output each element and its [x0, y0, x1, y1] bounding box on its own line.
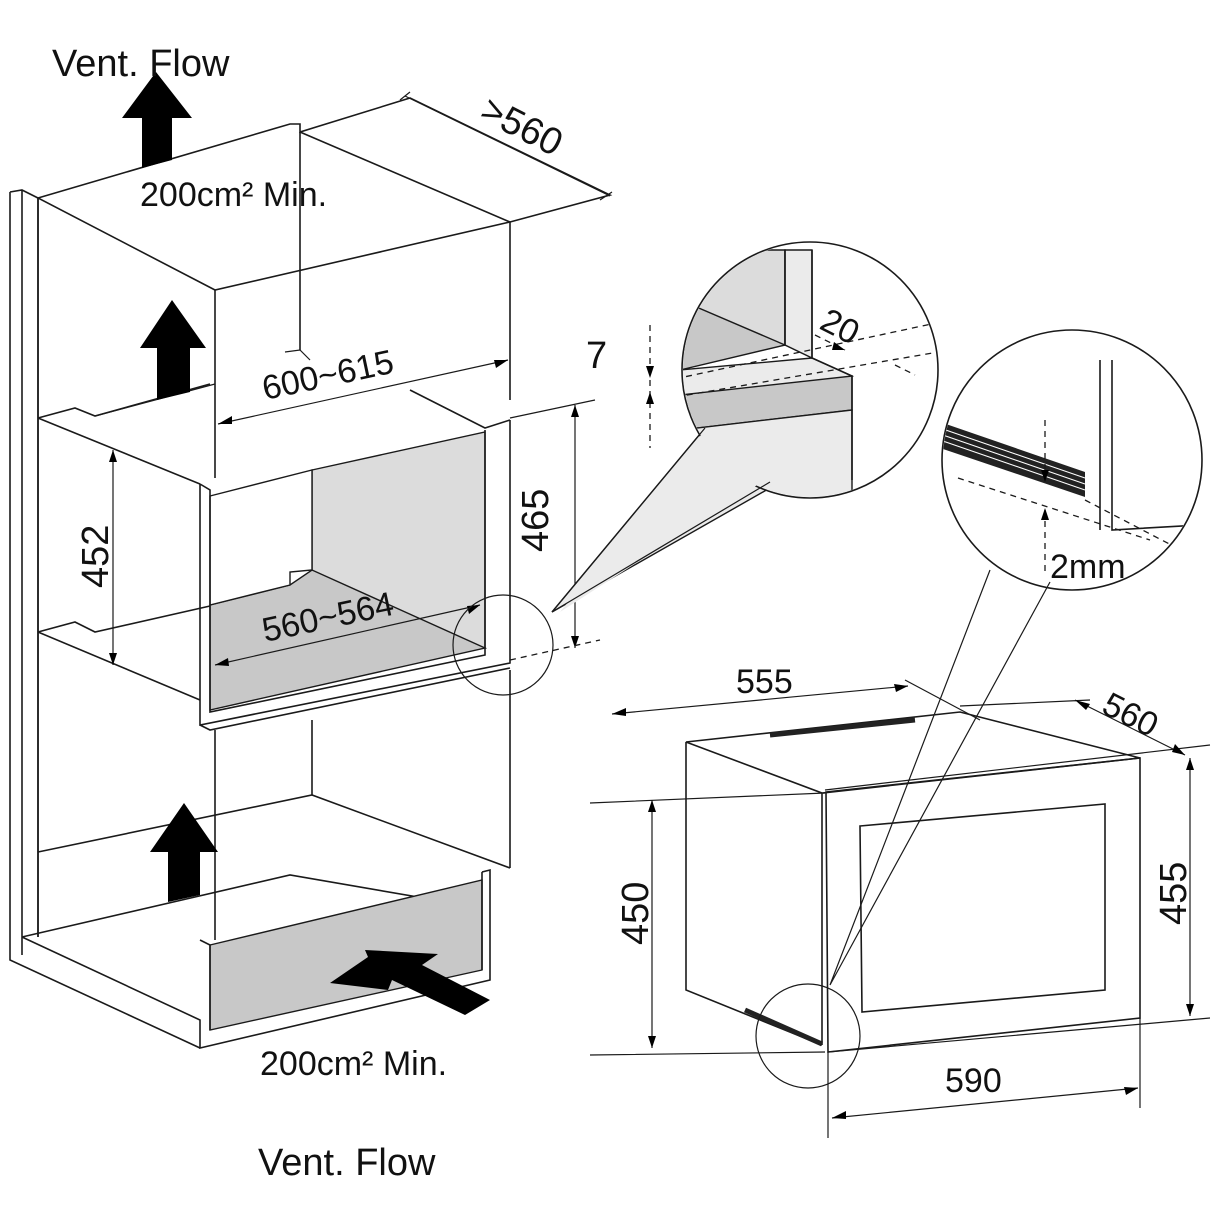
label-oven-front-width: 590 — [945, 1062, 1002, 1100]
dim-oven-width-top — [611, 679, 981, 721]
label-cabinet-width: 600~615 — [259, 343, 397, 408]
niche-frame — [199, 420, 511, 731]
bottom-vent-opening — [209, 879, 483, 1031]
detail-circle-2mm — [941, 329, 1203, 591]
label-oven-height-left: 450 — [615, 882, 657, 945]
dim-niche-height-right — [509, 399, 596, 648]
vent-arrow-intake — [330, 950, 490, 1015]
oven-vent-grille — [769, 717, 916, 738]
dim-oven-front-width — [831, 1087, 1139, 1119]
dim-detail-20 — [814, 334, 916, 376]
dim-oven-height-right — [1186, 758, 1194, 1016]
label-area-top: 200cm² Min. — [140, 176, 327, 214]
dim-cabinet-width — [217, 359, 509, 425]
label-niche-height-left: 452 — [75, 525, 117, 588]
detail-circle-niche — [452, 594, 554, 696]
vent-arrow-lower — [150, 803, 218, 902]
label-vent-flow-top: Vent. Flow — [52, 43, 230, 85]
detail-callout-2mm — [829, 329, 1203, 986]
cabinet-drawing — [9, 72, 613, 1050]
dim-oven-depth — [959, 699, 1186, 756]
dim-niche-height-left — [109, 450, 117, 665]
oven-window — [859, 803, 1106, 1013]
dim-cabinet-depth — [399, 91, 613, 201]
detail-callout-niche — [551, 241, 939, 613]
label-gap-7: 7 — [586, 335, 607, 377]
oven-drawing — [589, 679, 1211, 1138]
cabinet-upper-shelf — [37, 383, 511, 485]
label-oven-height-right: 455 — [1153, 862, 1195, 925]
label-niche-height-right: 465 — [515, 489, 557, 552]
oven-body — [685, 711, 1141, 1046]
label-area-bottom: 200cm² Min. — [260, 1045, 447, 1083]
dim-niche-width — [214, 604, 481, 666]
label-oven-depth: 560 — [1096, 685, 1164, 745]
cabinet-side-panel — [9, 189, 201, 1049]
dim-gap-7 — [646, 325, 654, 448]
detail-circle-oven — [755, 983, 861, 1089]
cabinet-lower-shelf — [37, 605, 211, 701]
label-detail-2mm: 2mm — [1050, 548, 1126, 586]
vent-arrow-upper — [140, 300, 206, 400]
label-oven-width-top: 555 — [736, 663, 793, 701]
oven-base-trim — [743, 1007, 824, 1047]
vent-arrow-top — [122, 72, 192, 168]
niche-bottom-extension — [509, 639, 601, 661]
label-vent-flow-bottom: Vent. Flow — [258, 1142, 436, 1184]
dim-oven-height-left — [648, 800, 656, 1048]
